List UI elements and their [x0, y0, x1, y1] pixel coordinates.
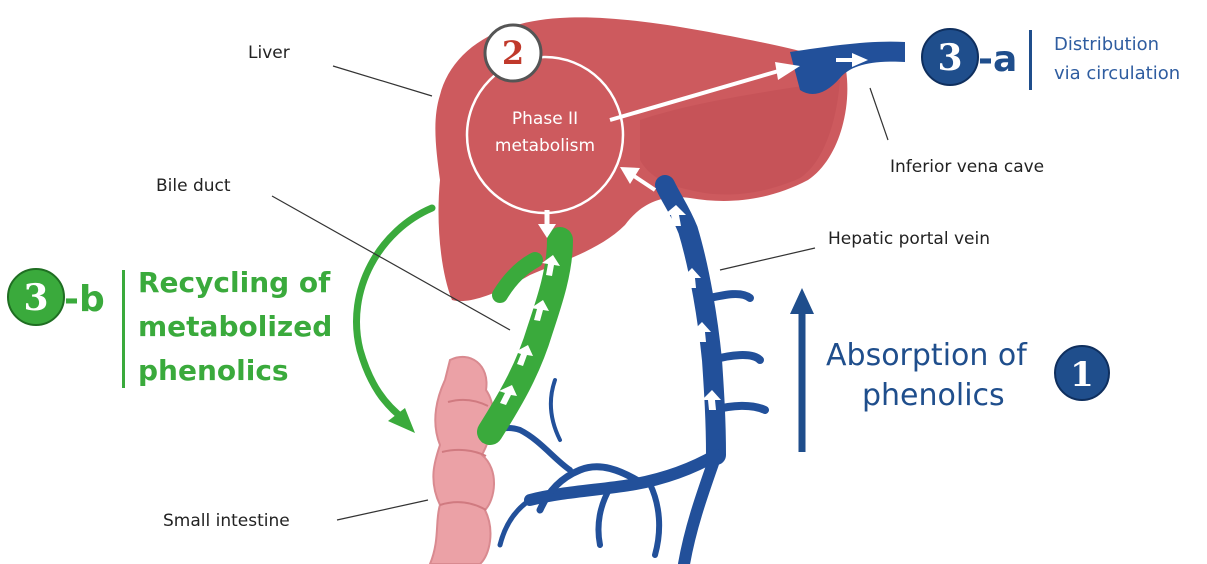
inferior-vena-cava-label: Inferior vena cave — [890, 157, 1044, 177]
step-3a-divider — [1029, 30, 1032, 90]
hepatic-portal-vein-label: Hepatic portal vein — [828, 229, 990, 249]
step-3b-suffix: -b — [64, 279, 105, 320]
inferior-vena-cava — [790, 42, 905, 94]
step-1-line1: Absorption of — [826, 338, 1028, 373]
absorption-arrow — [790, 288, 814, 452]
step-3b-number: 3 — [23, 277, 48, 319]
step-3b-line2: metabolized — [138, 310, 332, 343]
step-1-badge: 1 — [1055, 346, 1109, 400]
step-3a-badge: 3 — [922, 29, 978, 85]
step-3b-badge: 3 — [8, 269, 64, 325]
recycling-arrow — [357, 208, 432, 433]
step-3a-suffix: -a — [978, 39, 1017, 80]
step-3b-line3: phenolics — [138, 354, 289, 387]
phase2-number: 2 — [502, 34, 524, 72]
step-3a-number: 3 — [937, 37, 962, 79]
small-intestine-label: Small intestine — [163, 511, 290, 531]
step-1-number: 1 — [1070, 355, 1094, 395]
phase2-line1: Phase II — [512, 109, 578, 129]
small-intestine — [430, 357, 494, 564]
step-3b-divider — [122, 270, 125, 388]
liver-label: Liver — [248, 43, 290, 63]
bile-duct-label: Bile duct — [156, 176, 231, 196]
phase2-number-badge: 2 — [485, 25, 541, 81]
step-3a-line1: Distribution — [1054, 34, 1159, 55]
step-3b-line1: Recycling of — [138, 266, 331, 299]
step-3a-line2: via circulation — [1054, 63, 1180, 84]
phase2-line2: metabolism — [495, 136, 595, 156]
step-1-line2: phenolics — [862, 378, 1005, 413]
